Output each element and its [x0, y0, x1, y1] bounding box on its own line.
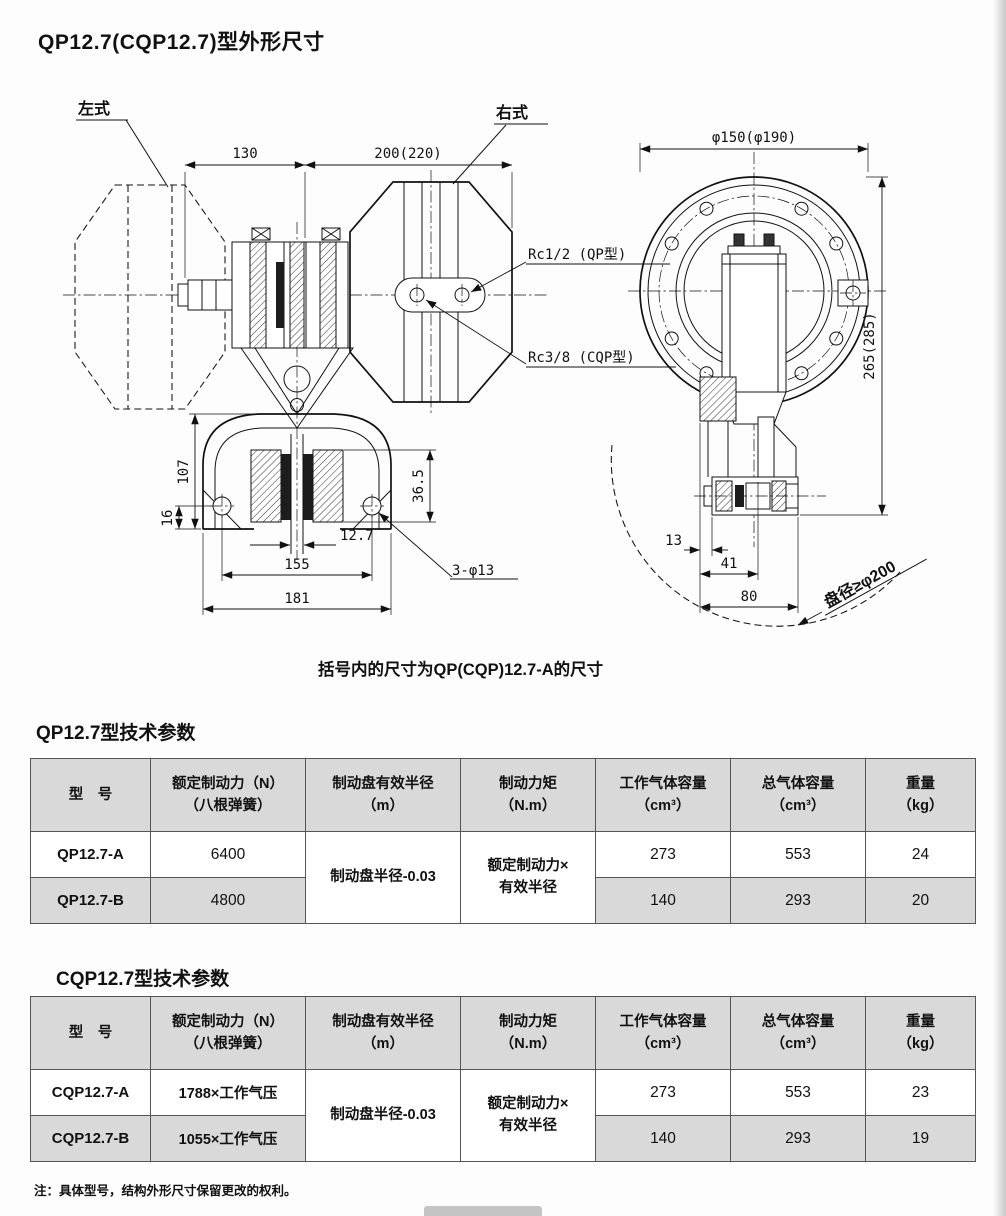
cqp-col-model: 型 号 [30, 996, 151, 1070]
qp-col-model: 型 号 [30, 758, 151, 832]
qp-col-working-volume: 工作气体容量（cm³） [595, 758, 731, 832]
qp-a-force: 6400 [150, 831, 306, 878]
cqp-row-b: CQP12.7-B 1055×工作气压 140 293 19 [30, 1115, 976, 1162]
qp-col-force: 额定制动力（N）（八根弹簧） [150, 758, 306, 832]
cqp-torque-note: 额定制动力×有效半径 [460, 1069, 596, 1162]
qp-header-row: 型 号 额定制动力（N）（八根弹簧） 制动盘有效半径（m） 制动力矩（N.m） … [30, 758, 976, 832]
qp-a-working-volume: 273 [595, 831, 731, 878]
cqp-b-force: 1055×工作气压 [150, 1115, 306, 1162]
cylinder-silhouette [721, 233, 787, 425]
lower-arm [694, 376, 826, 516]
qp-b-total-volume: 293 [730, 877, 866, 924]
label-3-phi13: 3-φ13 [452, 563, 494, 579]
dim-dia150-190: φ150(φ190) [712, 130, 796, 146]
right-mount-body [349, 181, 513, 403]
cqp-col-total-volume: 总气体容量（cm³） [730, 996, 866, 1070]
scan-artifact [424, 1206, 542, 1216]
cqp-col-weight: 重量（kg） [865, 996, 976, 1070]
dim-80: 80 [741, 589, 758, 605]
dim-181: 181 [284, 591, 309, 607]
qp-b-force: 4800 [150, 877, 306, 924]
cqp-col-force: 额定制动力（N）（八根弹簧） [150, 996, 306, 1070]
qp-a-total-volume: 553 [730, 831, 866, 878]
dim-41: 41 [721, 556, 738, 572]
dim-36-5: 36.5 [411, 469, 427, 503]
qp-parameters-table: 型 号 额定制动力（N）（八根弹簧） 制动盘有效半径（m） 制动力矩（N.m） … [30, 758, 976, 924]
page-title: QP12.7(CQP12.7)型外形尺寸 [38, 31, 325, 55]
cqp-b-working-volume: 140 [595, 1115, 731, 1162]
dim-155: 155 [284, 557, 309, 573]
cqp-b-model: CQP12.7-B [30, 1115, 151, 1162]
qp-col-total-volume: 总气体容量（cm³） [730, 758, 866, 832]
qp-torque-note: 额定制动力×有效半径 [460, 831, 596, 924]
side-tab [837, 279, 869, 307]
dim-16: 16 [160, 510, 176, 527]
bracket [240, 347, 354, 429]
cqp-a-total-volume: 553 [730, 1069, 866, 1116]
qp-b-weight: 20 [865, 877, 976, 924]
dimension-drawing: 左式 右式 130 200(220) [63, 99, 927, 627]
qp-a-model: QP12.7-A [30, 831, 151, 878]
caliper-housing [202, 413, 392, 554]
dim-200-220: 200(220) [374, 146, 441, 162]
qp-col-radius: 制动盘有效半径（m） [305, 758, 461, 832]
qp-row-a: QP12.7-A 6400 制动盘半径-0.03 额定制动力×有效半径 273 … [30, 831, 976, 924]
side-view: φ150(φ190) 265(285) 13 41 80 盘径≥φ200 [610, 130, 927, 627]
dim-130: 130 [232, 146, 257, 162]
scan-edge-shadow [993, 0, 1006, 1216]
footnote: 注：具体型号，结构外形尺寸保留更改的权利。 [34, 1184, 297, 1198]
label-rc-cqp: Rc3/8 (CQP型) [528, 350, 635, 366]
spring-stack [231, 227, 349, 349]
cqp-col-working-volume: 工作气体容量（cm³） [595, 996, 731, 1070]
cqp-col-torque: 制动力矩（N.m） [460, 996, 596, 1070]
dim-265-285: 265(285) [862, 312, 878, 379]
cqp-b-total-volume: 293 [730, 1115, 866, 1162]
drawing-caption: 括号内的尺寸为QP(CQP)12.7-A的尺寸 [318, 661, 604, 679]
cqp-a-model: CQP12.7-A [30, 1069, 151, 1116]
dim-107: 107 [176, 459, 192, 484]
cqp-a-weight: 23 [865, 1069, 976, 1116]
cqp-a-working-volume: 273 [595, 1069, 731, 1116]
cqp-col-radius: 制动盘有效半径（m） [305, 996, 461, 1070]
cqp-radius-note: 制动盘半径-0.03 [305, 1069, 461, 1162]
dim-13: 13 [665, 533, 682, 549]
left-mount-outline [74, 184, 226, 410]
technical-drawing: 左式 右式 130 200(220) [28, 92, 978, 692]
qp-col-torque: 制动力矩（N.m） [460, 758, 596, 832]
qp-b-model: QP12.7-B [30, 877, 151, 924]
label-right-type: 右式 [496, 103, 528, 122]
qp-col-weight: 重量（kg） [865, 758, 976, 832]
cqp-parameters-table: 型 号 额定制动力（N）（八根弹簧） 制动盘有效半径（m） 制动力矩（N.m） … [30, 996, 976, 1162]
cqp-row-a: CQP12.7-A 1788×工作气压 制动盘半径-0.03 额定制动力×有效半… [30, 1069, 976, 1162]
cqp-table-title: CQP12.7型技术参数 [56, 968, 230, 990]
qp-b-working-volume: 140 [595, 877, 731, 924]
qp-row-b: QP12.7-B 4800 140 293 20 [30, 877, 976, 924]
qp-radius-note: 制动盘半径-0.03 [305, 831, 461, 924]
disc-arc [610, 444, 901, 627]
front-view: 左式 右式 130 200(220) [63, 99, 676, 615]
qp-a-weight: 24 [865, 831, 976, 878]
label-rc-qp: Rc1/2 (QP型) [528, 247, 626, 263]
cqp-a-force: 1788×工作气压 [150, 1069, 306, 1116]
label-left-type: 左式 [77, 99, 110, 118]
qp-table-title: QP12.7型技术参数 [36, 722, 196, 744]
dim-12-7: 12.7 [340, 528, 374, 544]
cqp-b-weight: 19 [865, 1115, 976, 1162]
cqp-header-row: 型 号 额定制动力（N）（八根弹簧） 制动盘有效半径（m） 制动力矩（N.m） … [30, 996, 976, 1070]
